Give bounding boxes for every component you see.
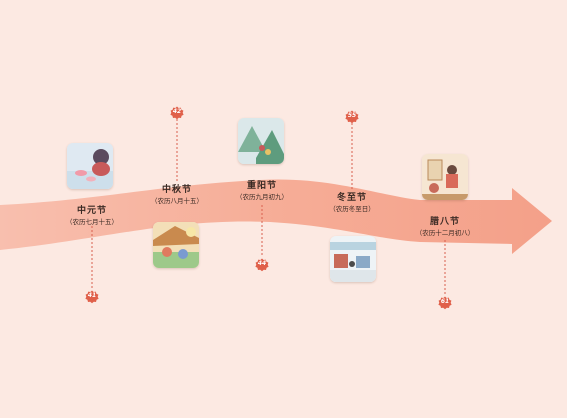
festival-label-chongyang: 重阳节 （农历九月初九） (236, 180, 288, 202)
badge-scallop-icon (85, 290, 99, 304)
timeline-arrow (0, 179, 552, 254)
cooking-congee-illustration (422, 154, 468, 200)
festival-label-laba: 腊八节 （农历十二月初八） (416, 216, 475, 238)
festival-label-zhongqiu: 中秋节 （农历八月十五） (151, 184, 203, 206)
badge-scallop-icon (438, 296, 452, 310)
page-badge[interactable]: 55 (345, 109, 359, 124)
page-number: 61 (440, 298, 450, 305)
badge-scallop-icon (170, 106, 184, 120)
dotted-connectors (91, 119, 446, 295)
lotus-lantern-illustration (67, 143, 113, 189)
winter-market-illustration (330, 236, 376, 282)
page-number: 41 (87, 292, 97, 299)
festival-date: （农历八月十五） (151, 197, 203, 205)
page-number: 42 (172, 108, 182, 115)
page-number: 55 (347, 112, 357, 119)
festival-date: （农历九月初九） (236, 193, 288, 201)
festival-label-zhongyuan: 中元节 （农历七月十五） (66, 205, 118, 227)
page-badge[interactable]: 42 (170, 105, 184, 120)
page-badge[interactable]: 44 (255, 257, 269, 272)
festival-name: 中秋节 (161, 185, 192, 195)
festival-name: 腊八节 (429, 217, 460, 227)
festival-name: 中元节 (76, 206, 107, 216)
page-badge[interactable]: 61 (438, 295, 452, 310)
family-courtyard-illustration (153, 222, 199, 268)
festival-label-dongzhi: 冬至节 （农历冬至日） (329, 192, 375, 214)
festival-name: 冬至节 (336, 193, 367, 203)
festival-date: （农历十二月初八） (415, 229, 475, 237)
badge-scallop-icon (255, 258, 269, 272)
page-number: 44 (257, 260, 267, 267)
festival-date: （农历冬至日） (329, 205, 375, 213)
page-badge[interactable]: 41 (85, 289, 99, 304)
badge-scallop-icon (345, 110, 359, 124)
festival-date: （农历七月十五） (66, 218, 118, 226)
mountain-climbing-illustration (238, 118, 284, 164)
festival-name: 重阳节 (246, 181, 277, 191)
